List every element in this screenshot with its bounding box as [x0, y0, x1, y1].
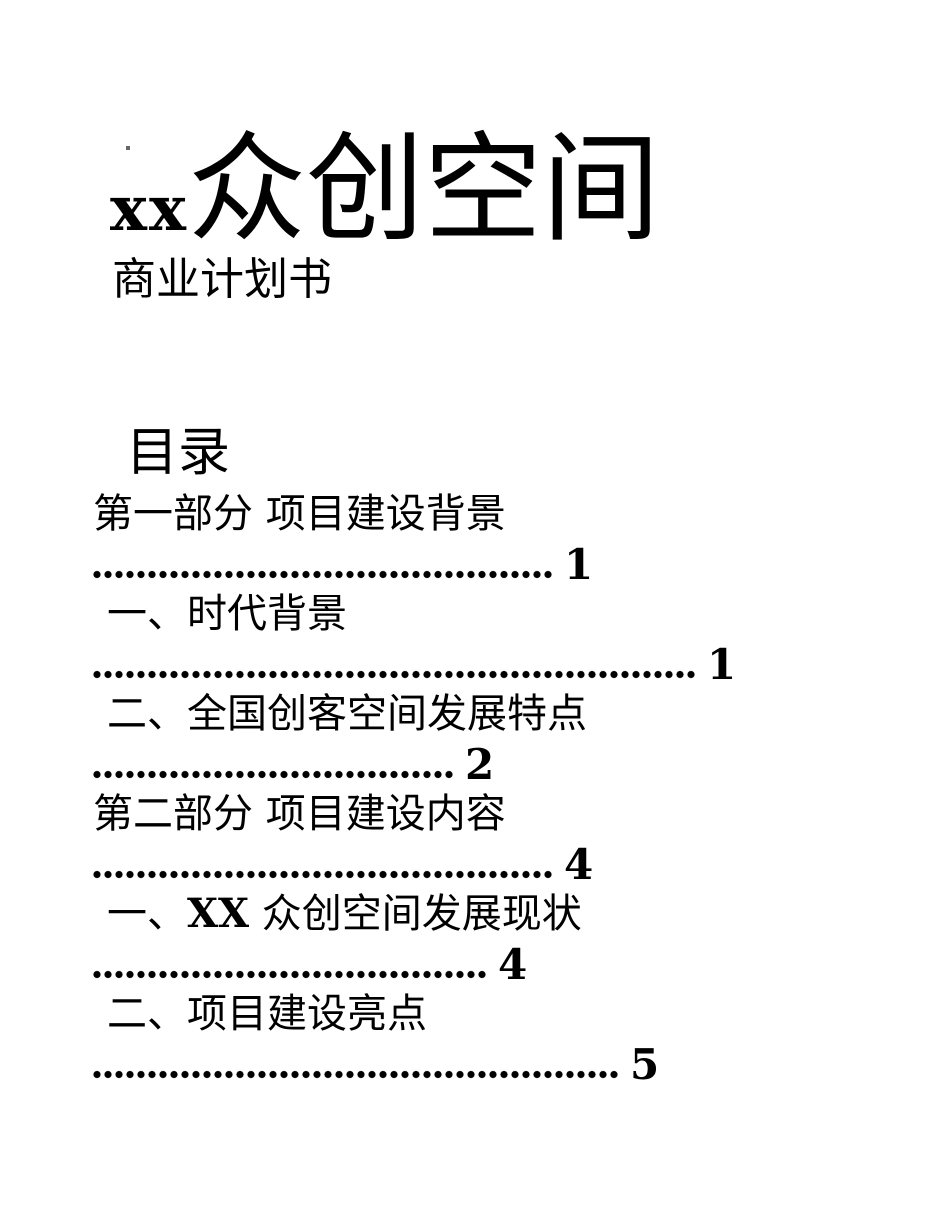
toc-page-number: 4: [564, 839, 594, 889]
leader-dots: [93, 669, 698, 679]
leader-dots: [93, 869, 555, 879]
toc-entry-title: 一、XX 众创空间发展现状: [93, 890, 893, 938]
toc-page-number: 4: [498, 939, 528, 989]
toc-entry-text: 一、时代背景: [107, 590, 347, 637]
title-main: 众创空间: [187, 120, 660, 258]
toc-entry-text: 二、项目建设亮点: [107, 990, 427, 1037]
toc-entry[interactable]: 第二部分 项目建设内容 4: [93, 790, 893, 886]
leader-dots: [93, 1069, 621, 1079]
stray-mark: [126, 146, 130, 150]
toc-entry-text: 第二部分 项目建设内容: [93, 790, 506, 837]
leader-dots: [93, 569, 555, 579]
toc-heading: 目录: [126, 423, 231, 483]
toc-entry-text: 一、: [107, 890, 187, 937]
toc-entry-title: 第二部分 项目建设内容: [93, 790, 893, 838]
toc-leader-row: 5: [93, 1038, 893, 1086]
toc-entry-title: 二、全国创客空间发展特点: [93, 690, 893, 738]
toc-entry[interactable]: 二、项目建设亮点 5: [93, 990, 893, 1086]
toc-entry-text: 第一部分 项目建设背景: [93, 490, 506, 537]
toc-leader-row: 4: [93, 938, 893, 986]
toc-leader-row: 1: [93, 538, 893, 586]
toc-entry-text: 众创空间发展现状: [249, 890, 582, 937]
toc-entry-bold-text: XX: [187, 889, 250, 937]
title-block: xx众创空间 商业计划书: [110, 127, 660, 305]
toc-page-number: 5: [630, 1039, 660, 1089]
leader-dots: [93, 969, 489, 979]
toc-entry[interactable]: 第一部分 项目建设背景 1: [93, 490, 893, 586]
toc-entry[interactable]: 一、XX 众创空间发展现状 4: [93, 890, 893, 986]
leader-dots: [93, 769, 456, 779]
toc-entry-text: 二、全国创客空间发展特点: [107, 690, 587, 737]
toc-entry-title: 一、时代背景: [93, 590, 893, 638]
toc-leader-row: 1: [93, 638, 893, 686]
toc-leader-row: 2: [93, 738, 893, 786]
toc-page-number: 1: [564, 539, 594, 589]
document-title: xx众创空间: [110, 127, 660, 252]
toc-entry-title: 第一部分 项目建设背景: [93, 490, 893, 538]
toc-page-number: 2: [465, 739, 495, 789]
table-of-contents: 目录 第一部分 项目建设背景 1 一、时代背景 1 二、全国创客空间发展特点 2…: [93, 423, 893, 1090]
document-subtitle: 商业计划书: [112, 253, 332, 305]
title-prefix: xx: [110, 172, 188, 245]
toc-entry-title: 二、项目建设亮点: [93, 990, 893, 1038]
toc-page-number: 1: [707, 639, 737, 689]
toc-entry[interactable]: 二、全国创客空间发展特点 2: [93, 690, 893, 786]
toc-leader-row: 4: [93, 838, 893, 886]
toc-entry[interactable]: 一、时代背景 1: [93, 590, 893, 686]
